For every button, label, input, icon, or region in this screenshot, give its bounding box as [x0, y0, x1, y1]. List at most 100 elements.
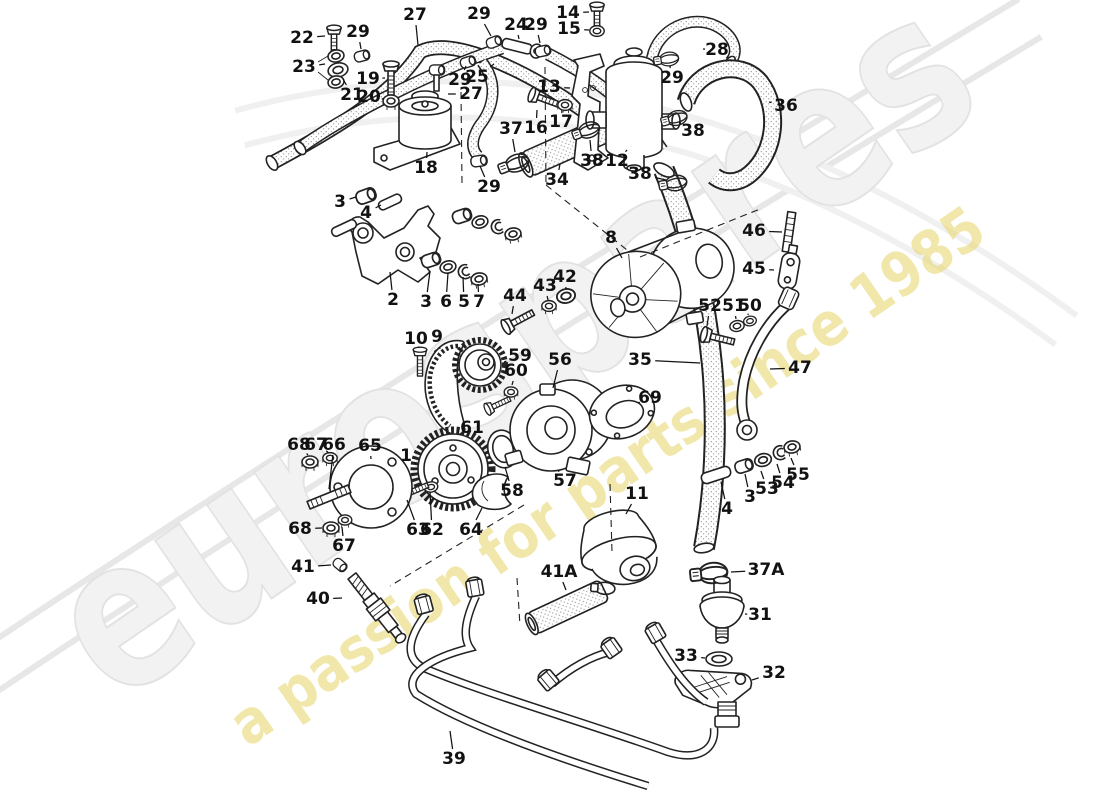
leader-line [415, 24, 419, 46]
construction-lines [317, 55, 761, 627]
part-label: 54 [771, 473, 795, 493]
part-label: 40 [306, 589, 330, 609]
part-label: 3 [744, 487, 756, 507]
leader-line [760, 470, 765, 480]
plate-32 [674, 669, 753, 709]
part-label: 43 [533, 276, 557, 296]
part-label: 27 [459, 84, 483, 104]
part-label: 3 [420, 292, 432, 312]
part-label: 37A [748, 560, 786, 580]
part-label: 38 [681, 121, 705, 141]
part-label: 57 [553, 471, 577, 491]
part-label: 50 [738, 296, 762, 316]
part-label: 36 [774, 96, 798, 116]
part-label: 19 [356, 69, 380, 89]
part-label: 56 [548, 350, 572, 370]
leader-line [462, 421, 465, 424]
washer-53 [752, 451, 774, 469]
part-label: 61 [460, 418, 484, 438]
bushing-upper [450, 206, 474, 226]
part-label: 5 [458, 292, 470, 312]
leader-line [479, 165, 486, 178]
leader-line [429, 491, 433, 521]
part-label: 41A [541, 562, 579, 582]
leader-line [625, 149, 628, 153]
part-label: 28 [705, 40, 729, 60]
bracket-2 [348, 205, 441, 285]
watermark-layer: eurospares a passion for parts since 198… [0, 0, 1079, 760]
leader-line [489, 63, 495, 68]
leader-line [706, 315, 710, 327]
leader-line [317, 35, 326, 38]
part-label: 33 [674, 646, 698, 666]
leader-line [517, 34, 520, 40]
leader-line [349, 196, 357, 200]
part-label: 42 [553, 267, 577, 287]
part-label: 38 [628, 164, 652, 184]
part-label: 58 [500, 481, 524, 501]
part-label: 67 [332, 536, 356, 556]
leader-line [462, 276, 465, 293]
leader-line [558, 163, 561, 171]
check-valve-31 [699, 575, 745, 644]
sleeve-4 [377, 193, 403, 211]
leader-line [341, 526, 344, 537]
leader-line [375, 204, 382, 209]
tube-4 [700, 465, 732, 485]
leader-line [546, 295, 549, 301]
ring-21 [327, 62, 349, 78]
part-label: 16 [524, 118, 548, 138]
sprocket-59 [452, 337, 508, 393]
leader-line [744, 473, 749, 488]
part-label: 4 [360, 203, 372, 223]
part-label: 65 [358, 436, 382, 456]
part-label: 25 [465, 67, 489, 87]
part-label: 60 [504, 361, 528, 381]
leader-line [328, 454, 334, 490]
part-label: 38 [580, 151, 604, 171]
washer-15 [589, 24, 605, 38]
leader-line [483, 23, 492, 37]
part-label: 52 [698, 296, 722, 316]
leader-line [389, 271, 393, 291]
part-label: 67 [304, 435, 328, 455]
part-label: 7 [473, 292, 485, 312]
part-label: 10 [404, 329, 428, 349]
leader-line [342, 78, 347, 86]
leader-line [720, 481, 726, 500]
part-label: 47 [788, 358, 812, 378]
part-label: 55 [786, 465, 810, 485]
part-label: 66 [322, 435, 346, 455]
leader-line [625, 503, 633, 515]
hose-36 [676, 59, 783, 192]
leader-line [751, 677, 759, 681]
part-label: 3 [334, 192, 346, 212]
stud-66 [306, 484, 352, 510]
part-label: 59 [508, 346, 532, 366]
bracket-45 [777, 243, 801, 290]
part-label: 68 [288, 519, 312, 539]
leader-line [449, 730, 454, 750]
leader-line [446, 272, 449, 293]
leader-line [359, 41, 362, 50]
part-label: 39 [442, 749, 466, 769]
part-label: 32 [762, 663, 786, 683]
leader-line [318, 564, 332, 567]
leader-line [463, 65, 467, 71]
leader-line [537, 34, 541, 44]
leader-line [511, 380, 514, 386]
bushing-3 [732, 456, 756, 476]
part-label: 8 [605, 228, 617, 248]
washer-23-upper [326, 47, 346, 65]
part-label: 21 [340, 85, 364, 105]
leader-line [655, 176, 667, 181]
part-label: 53 [755, 479, 779, 499]
air-pump-8 [590, 218, 735, 339]
fitting-bottom [714, 701, 740, 728]
leader-line [790, 457, 795, 466]
part-label: 31 [748, 605, 772, 625]
nut-55 [782, 438, 803, 459]
part-label: 11 [625, 484, 649, 504]
part-label: 29 [467, 4, 491, 24]
leader-line [426, 270, 431, 293]
